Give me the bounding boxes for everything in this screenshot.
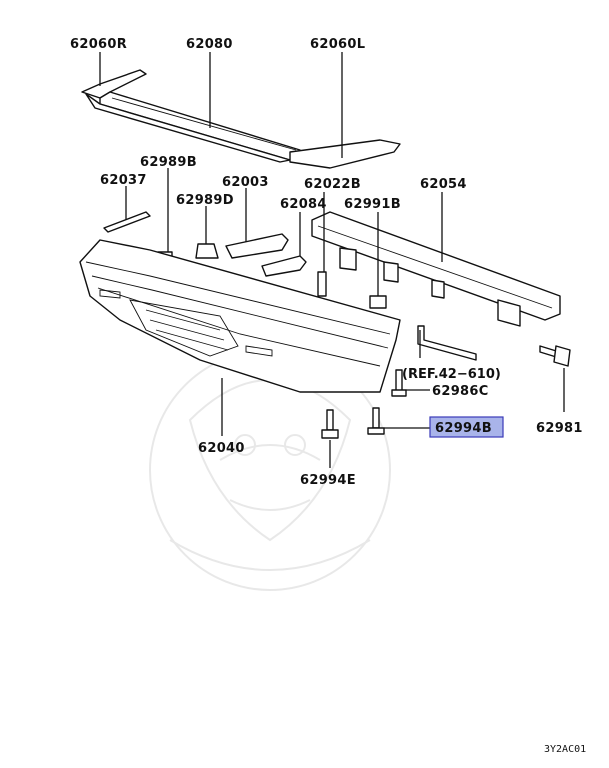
leader-lines: [99, 52, 565, 468]
label-62037: 62037: [100, 173, 147, 188]
part-labels: 62060R 62080 62060L 62989B 62037 62003 6…: [70, 37, 583, 488]
label-62989B: 62989B: [140, 155, 197, 170]
corner-code: 3Y2AC01: [544, 744, 586, 755]
label-62060L: 62060L: [310, 37, 365, 52]
label-62054: 62054: [420, 177, 467, 192]
label-62040: 62040: [198, 441, 245, 456]
label-62003: 62003: [222, 175, 269, 190]
bolts: [317, 271, 571, 439]
label-62060R: 62060R: [70, 37, 127, 52]
label-62084: 62084: [280, 197, 327, 212]
label-62991B: 62991B: [344, 197, 401, 212]
label-62022B: 62022B: [304, 177, 361, 192]
ref-bracket: [417, 325, 477, 361]
label-62981: 62981: [536, 421, 583, 436]
label-62989D: 62989D: [176, 193, 234, 208]
label-62994E: 62994E: [300, 473, 356, 488]
upper-spoiler: [81, 69, 401, 169]
strip-62037: [103, 211, 151, 233]
label-62080: 62080: [186, 37, 233, 52]
highlight-box-62994B[interactable]: [429, 416, 504, 438]
reinforcement-62054: [311, 211, 561, 327]
label-62994B[interactable]: 62994B: [435, 421, 492, 436]
bumper-cover-62040: [79, 239, 401, 393]
label-ref-42-610: (REF.42−610): [402, 367, 501, 382]
label-62986C: 62986C: [432, 384, 489, 399]
